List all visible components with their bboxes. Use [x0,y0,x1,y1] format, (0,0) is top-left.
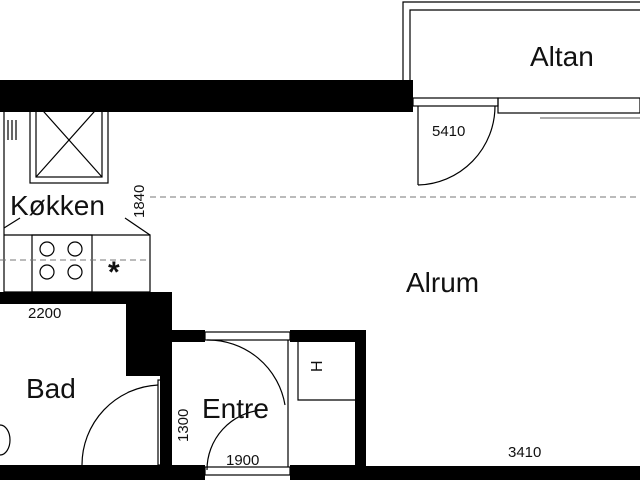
exterior-wall-top-left [0,80,413,112]
bathroom-door [81,379,165,466]
room-label-bad: Bad [26,373,76,404]
interior-walls [0,292,640,480]
room-label-altan: Altan [530,41,594,72]
balcony-door-frame [412,97,640,119]
entre-door-frames [204,331,291,476]
stove [31,234,93,293]
dimension-balcony-door: 5410 [432,123,465,140]
kitchen-left-wall-fittings [3,112,17,300]
entre-door-swings [206,339,286,471]
room-label-alrum: Alrum [406,267,479,298]
cabinet-h-label: H [309,360,326,372]
dimension-kitchen-width: 2200 [28,305,61,322]
kitchen-counter [3,217,151,293]
dimension-kitchen-height: 1840 [131,185,148,218]
dimension-entre-width: 1900 [226,452,259,469]
room-label-entre: Entre [202,393,269,424]
bathroom-fixture [0,424,11,456]
dimension-entre-height: 1300 [175,409,192,442]
dimension-alrum-width: 3410 [508,444,541,461]
kitchen-skylight [29,96,109,184]
room-label-kokken: Køkken [10,190,105,221]
cabinet-h [297,342,355,401]
exterior-wall-left-stub [0,80,10,112]
asterisk-symbol: * [108,256,120,289]
balcony-door-swing [417,105,496,186]
balcony [402,1,640,98]
